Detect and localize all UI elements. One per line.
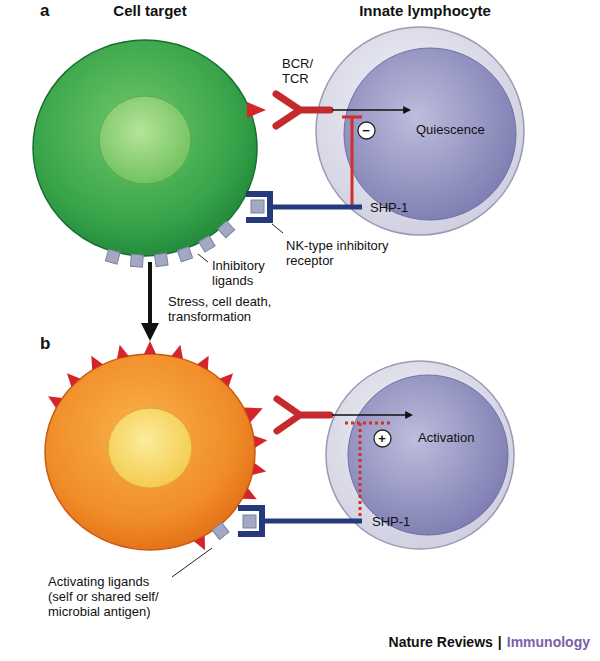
lymphocyte-membrane	[326, 361, 514, 549]
lymphocyte-membrane	[316, 27, 524, 235]
inhibitory-ligand	[177, 247, 192, 262]
activating-ligand	[91, 356, 103, 370]
inhibitory-ligand	[218, 221, 235, 238]
inhibitory-ligand	[212, 523, 229, 540]
signal-symbol: −	[357, 121, 376, 140]
stressed-cell	[45, 354, 255, 550]
blocked-inhibition	[345, 423, 392, 521]
column-heading: Cell target	[113, 2, 186, 19]
activating-ligand	[48, 396, 62, 408]
stressed-nucleus	[108, 408, 192, 488]
bcr-receptor	[277, 399, 330, 431]
state-label: Quiescence	[416, 122, 485, 137]
inhibitory-ligand	[105, 249, 120, 264]
transition-arrow	[148, 262, 152, 326]
activating-ligand	[144, 341, 156, 354]
symbol-ring	[358, 122, 375, 139]
journal-name: Nature Reviews	[389, 634, 493, 651]
inhibition-bar	[342, 117, 362, 207]
panel-letter: b	[40, 334, 50, 353]
receptor-label: BCR/ TCR	[282, 56, 326, 86]
sign-symbol: +	[378, 432, 386, 445]
lymphocyte-cell: ActivationSHP-1 +	[325, 360, 515, 550]
nk-receptor	[238, 508, 262, 534]
lymphocyte-nucleus	[348, 375, 508, 535]
ligand-label: Activating ligands (self or shared self/…	[48, 574, 176, 619]
nk-receptor	[246, 194, 270, 220]
activating-ligand	[254, 436, 267, 448]
activating-ligand	[252, 463, 266, 475]
leader-line	[172, 548, 212, 577]
activating-ligand	[194, 536, 205, 550]
antigen-ligand	[247, 102, 266, 118]
inhibitory-ligand	[155, 253, 169, 267]
inhibitory-ligand	[199, 236, 215, 252]
lymphocyte-cell: QuiescenceSHP-1 −	[315, 26, 525, 236]
symbol-ring	[374, 430, 391, 447]
phosphatase-label: SHP-1	[370, 200, 408, 215]
separator: |	[498, 634, 502, 651]
leader-line	[198, 254, 208, 262]
credit-line: Nature Reviews | Immunology	[389, 634, 590, 651]
receptor-label: NK-type inhibitory receptor	[286, 238, 398, 268]
signal-arrow	[332, 414, 406, 416]
state-label: Activation	[418, 430, 474, 445]
bcr-receptor	[276, 94, 330, 126]
sign-symbol: −	[362, 124, 370, 137]
nk-receptor-tail	[262, 519, 362, 524]
target-nucleus	[99, 96, 191, 184]
activating-ligand	[117, 345, 129, 359]
transition-label: Stress, cell death, transformation	[168, 294, 284, 324]
inhibitory-ligand	[251, 200, 264, 213]
lymphocyte-nucleus	[344, 48, 516, 220]
activating-ligand	[244, 408, 263, 423]
ligand-group	[48, 102, 267, 550]
journal-section: Immunology	[507, 634, 590, 651]
node-outline	[325, 360, 515, 550]
ligand-label: Inhibitory ligands	[212, 258, 282, 288]
column-heading: Innate lymphocyte	[359, 2, 491, 19]
activating-ligand	[171, 345, 183, 359]
nk-receptor-tail	[270, 205, 362, 210]
transition-arrowhead	[141, 323, 159, 341]
phosphatase-label: SHP-1	[372, 514, 410, 529]
leader-line	[272, 224, 283, 233]
activating-ligand	[67, 373, 80, 387]
signal-symbol: +	[373, 429, 392, 448]
inhibitory-ligand	[130, 254, 143, 267]
panel-letter: a	[40, 1, 49, 20]
signal-arrow	[332, 109, 404, 111]
activating-ligand	[220, 373, 233, 387]
activating-ligand	[243, 488, 257, 499]
inhibitory-ligand	[243, 515, 256, 528]
activating-ligand	[197, 356, 209, 370]
target-cell	[33, 40, 257, 256]
